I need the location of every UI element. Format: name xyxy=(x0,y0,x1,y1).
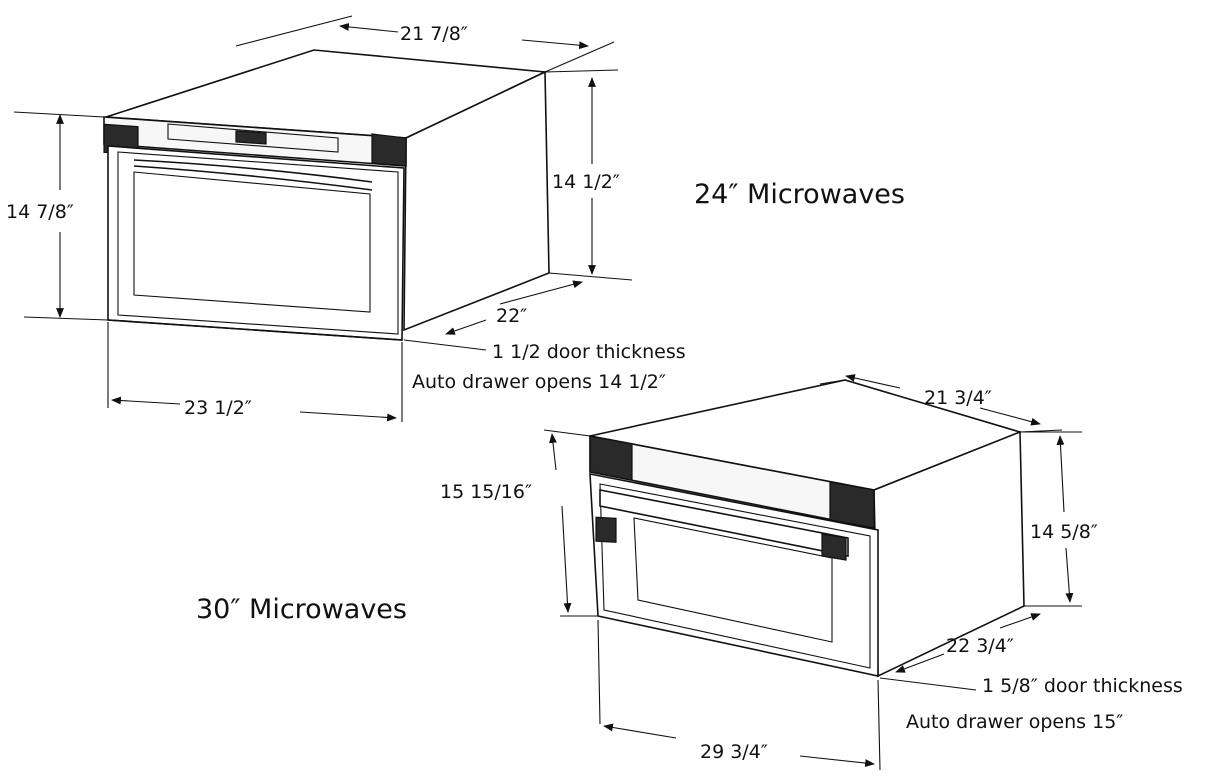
dim-30-front-ext-top xyxy=(543,429,591,437)
dim-30-front-arrow-bottom xyxy=(561,505,572,613)
dim-30-side-height-label: 14 5/8″ xyxy=(1030,521,1098,543)
dim-30-depth-arrow-left xyxy=(895,653,945,673)
dim-24-depth-arrow-right xyxy=(499,280,583,305)
microwave-24-drawing xyxy=(103,49,550,341)
dim-24-front-height-label: 14 7/8″ xyxy=(6,201,74,223)
dim-30-top-ext-left xyxy=(819,379,846,385)
dim-24-width-label: 23 1/2″ xyxy=(184,397,252,419)
dim-24-top-ext-left xyxy=(235,15,353,47)
dim-24-top-ext-right xyxy=(544,41,615,73)
microwave-24-display-screen xyxy=(235,130,267,145)
microwave-30-handle-post-right xyxy=(821,533,847,561)
dim-24-front-ext-bottom xyxy=(23,316,109,321)
microwave-30-window xyxy=(633,517,833,643)
microwave-30-door xyxy=(589,473,879,677)
microwave-24-bottom-edge xyxy=(107,319,403,341)
microwave-24-title: 24″ Microwaves xyxy=(694,179,905,210)
dim-30-top-depth-label: 21 3/4″ xyxy=(924,387,992,409)
microwave-24-display xyxy=(167,123,339,153)
dim-24-side-depth-label: 22″ xyxy=(496,305,527,327)
dim-24-depth-arrow-left xyxy=(445,319,487,335)
dim-30-side-arrow-top xyxy=(1056,435,1065,513)
dim-30-top-arrow-right xyxy=(979,407,1041,426)
microwave-24-panel-endcap-right xyxy=(371,133,407,167)
microwave-24-door-frame xyxy=(117,151,399,335)
dim-24-door-thickness-label: 1 1/2 door thickness xyxy=(492,341,686,363)
dim-30-width-ext-right xyxy=(877,679,881,771)
dim-30-top-arrow-left xyxy=(845,374,901,389)
dim-24-door-line xyxy=(403,339,487,351)
dim-24-top-arrow-right xyxy=(521,39,589,50)
microwave-30-dimensions: 21 3/4″ 15 15/16″ 14 5/8″ 22 3/4″ 1 5/8″… xyxy=(440,374,1183,771)
dim-30-width-ext-left xyxy=(597,619,601,725)
microwave-24-window xyxy=(133,171,371,313)
dim-30-drawer-note: Auto drawer opens 15″ xyxy=(906,711,1123,733)
dim-24-side-ext-top xyxy=(544,69,619,73)
dim-24-width-arrow-left xyxy=(111,396,181,405)
dim-30-front-arrow-top xyxy=(549,433,557,471)
microwave-30-door-frame xyxy=(599,483,871,669)
dim-30-width-label: 29 3/4″ xyxy=(700,741,768,763)
dim-24-drawer-note: Auto drawer opens 14 1/2″ xyxy=(412,371,666,393)
dim-24-top-arrow-left xyxy=(339,22,399,33)
dim-24-side-ext-bottom xyxy=(548,272,633,281)
microwave-24-handle-edge xyxy=(133,165,373,191)
dim-30-side-arrow-bottom xyxy=(1065,547,1074,603)
dim-24-width-arrow-right xyxy=(299,411,397,422)
microwave-30-handle-bar xyxy=(599,489,849,557)
microwave-30-title: 30″ Microwaves xyxy=(196,594,407,625)
microwave-30-handle-post-left xyxy=(595,516,617,543)
dim-24-front-ext-top xyxy=(13,111,105,118)
microwave-30-panel-endcap-left xyxy=(589,435,633,481)
microwave-30-panel-endcap-right xyxy=(829,481,875,529)
dim-30-door-thickness-label: 1 5/8″ door thickness xyxy=(982,675,1183,697)
dim-30-width-arrow-right xyxy=(799,755,875,767)
dim-30-door-line xyxy=(879,677,977,691)
dim-30-depth-arrow-right xyxy=(999,613,1041,629)
dim-24-side-height-label: 14 1/2″ xyxy=(552,171,620,193)
dim-30-side-depth-label: 22 3/4″ xyxy=(946,635,1014,657)
microwave-24-handle xyxy=(133,159,373,183)
dim-24-top-depth-label: 21 7/8″ xyxy=(400,23,468,45)
microwave-24-dimensions: 21 7/8″ 14 7/8″ 14 1/2″ 22″ 1 1/2 door t… xyxy=(6,15,686,422)
dim-30-width-arrow-left xyxy=(603,723,677,739)
dim-30-front-height-label: 15 15/16″ xyxy=(440,481,532,503)
microwave-30-drawing xyxy=(589,379,1025,678)
